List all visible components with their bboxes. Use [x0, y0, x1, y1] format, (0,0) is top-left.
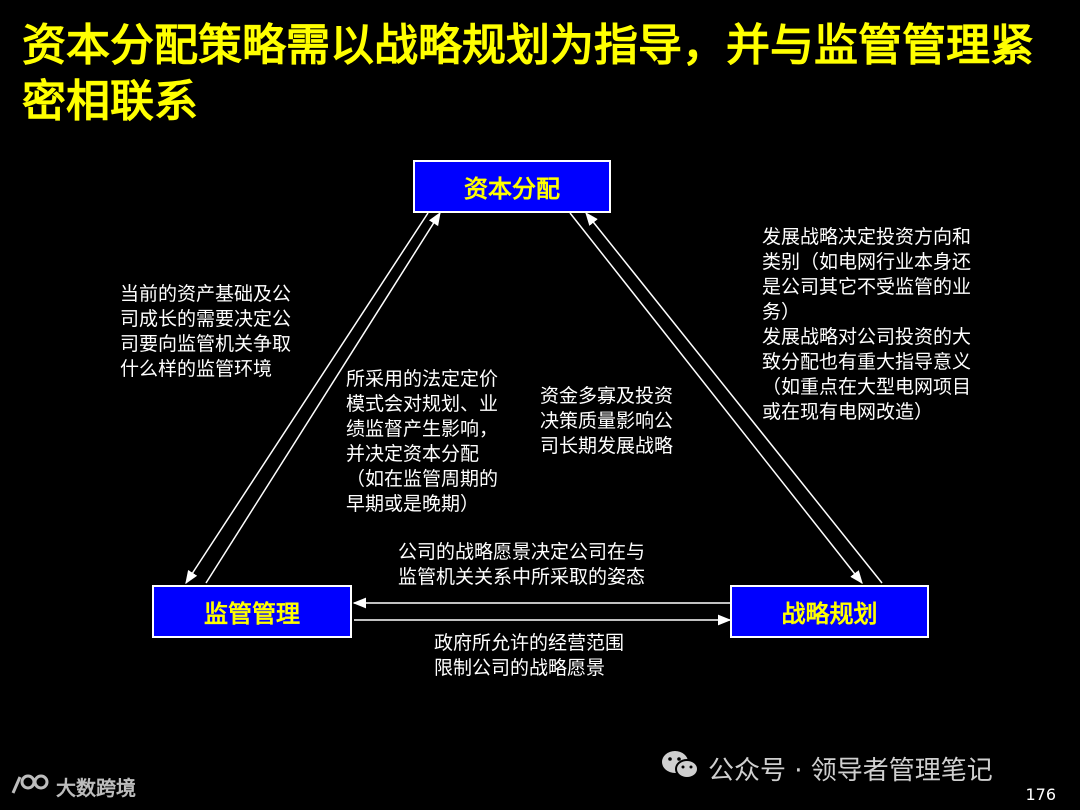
arrow-strategy-to-capital: [585, 211, 883, 584]
note-left-outer: 当前的资产基础及公 司成长的需要决定公 司要向监管机关争取 什么样的监管环境: [120, 283, 292, 380]
arrow-capital-to-regulation: [185, 212, 429, 585]
node-strategic-planning: 战略规划: [730, 585, 929, 638]
watermark-text: 公众号 · 领导者管理笔记: [708, 756, 993, 786]
page-number: 176: [1025, 785, 1056, 804]
arrow-regulation-to-capital: [205, 211, 441, 584]
note-bottom-upper: 公司的战略愿景决定公司在与 监管机关关系中所采取的姿态: [398, 541, 646, 588]
watermark: 公众号 · 领导者管理笔记: [660, 748, 993, 789]
note-bottom-lower: 政府所允许的经营范围 限制公司的战略愿景: [434, 632, 625, 679]
logo-text: 大数跨境: [56, 776, 136, 800]
slide-title: 资本分配策略需以战略规划为指导，并与监管管理紧密相联系: [22, 20, 1034, 127]
arrow-capital-to-strategy: [569, 212, 863, 585]
wechat-icon: [660, 748, 700, 789]
note-middle: 资金多寡及投资 决策质量影响公 司长期发展战略: [540, 385, 674, 457]
node-regulation-management: 监管管理: [152, 585, 352, 638]
note-left-inner: 所采用的法定定价 模式会对规划、业 绩监督产生影响， 并决定资本分配 （如在监管…: [346, 368, 499, 515]
note-right: 发展战略决定投资方向和 类别（如电网行业本身还 是公司其它不受监管的业 务） 发…: [762, 226, 972, 423]
logo-icon: [10, 771, 50, 802]
brand-logo: 大数跨境: [10, 771, 136, 802]
node-capital-allocation: 资本分配: [413, 160, 611, 213]
